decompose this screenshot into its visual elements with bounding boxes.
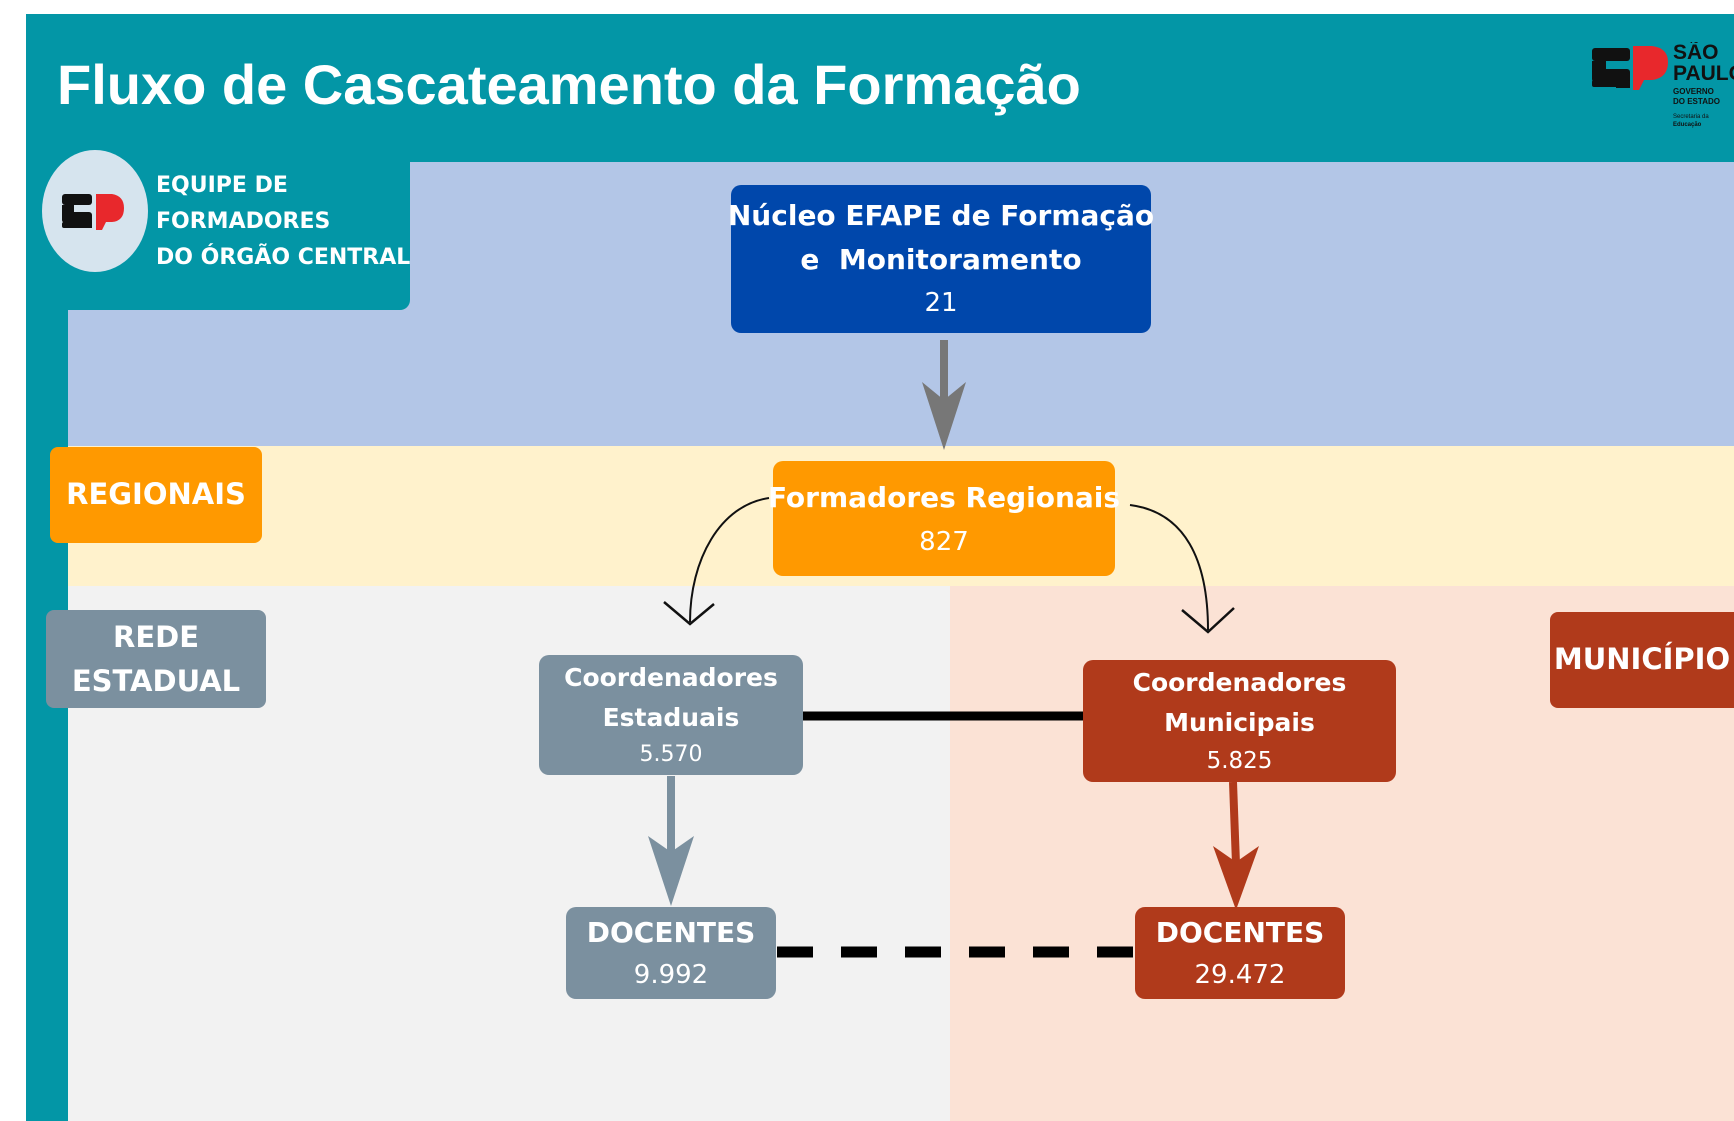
central-team-line-1: EQUIPE DE — [156, 173, 288, 198]
node-coordenadores-estaduais: Coordenadores Estaduais 5.570 — [539, 655, 803, 775]
coord-estaduais-value: 5.570 — [639, 742, 703, 767]
curve-arrow-to-estaduais — [689, 497, 770, 623]
node-coordenadores-municipais: Coordenadores Municipais 5.825 — [1083, 660, 1396, 782]
regionais-label: REGIONAIS — [50, 447, 262, 543]
arrow-municipais-to-docentes — [1229, 781, 1240, 865]
central-team-line-2: FORMADORES — [156, 209, 331, 234]
coord-municipais-value: 5.825 — [1206, 748, 1273, 774]
logo-line-governo: GOVERNO — [1673, 87, 1714, 96]
coord-estaduais-line-1: Coordenadores — [564, 663, 778, 692]
page-title: Fluxo de Cascateamento da Formação — [57, 53, 1081, 116]
nucleo-line-2: e Monitoramento — [800, 243, 1082, 276]
rede-estadual-line-2: ESTADUAL — [71, 664, 241, 698]
municipio-label: MUNICÍPIO — [1550, 612, 1734, 708]
node-formadores-regionais: Formadores Regionais 827 — [768, 461, 1120, 576]
curve-arrow-to-municipais — [1129, 504, 1209, 631]
coord-municipais-line-1: Coordenadores — [1132, 668, 1347, 697]
sao-paulo-logo-text: SÃO PAULO GOVERNO DO ESTADO Secretaria d… — [1673, 42, 1734, 142]
node-docentes-estaduais: DOCENTES 9.992 — [566, 907, 776, 999]
logo-line-secretaria: Secretaria da — [1673, 114, 1709, 120]
central-team-line-3: DO ÓRGÃO CENTRAL — [156, 245, 411, 270]
rede-estadual-label: REDE ESTADUAL — [46, 610, 266, 708]
node-nucleo-efape: Núcleo EFAPE de Formação e Monitoramento… — [727, 185, 1155, 333]
logo-line-educacao: Educação — [1673, 122, 1702, 128]
docentes-estaduais-label: DOCENTES — [586, 916, 756, 949]
arrowhead-municipais-to-docentes — [1213, 846, 1259, 910]
docentes-estaduais-value: 9.992 — [633, 960, 709, 990]
nucleo-line-1: Núcleo EFAPE de Formação — [727, 199, 1155, 232]
logo-line-paulo: PAULO — [1673, 62, 1734, 85]
arrowhead-nucleo-to-formadores — [922, 382, 966, 450]
header-bar — [26, 14, 1734, 162]
logo-line-do-estado: DO ESTADO — [1673, 97, 1720, 106]
formadores-value: 827 — [919, 526, 969, 557]
rede-estadual-line-1: REDE — [112, 620, 200, 654]
nucleo-value: 21 — [924, 288, 958, 318]
municipio-label-text: MUNICÍPIO — [1553, 642, 1731, 677]
node-docentes-municipais: DOCENTES 29.472 — [1135, 907, 1345, 999]
arrowhead-estaduais-to-docentes — [648, 836, 694, 906]
logo-line-sao: SÃO — [1673, 42, 1719, 64]
regionais-label-text: REGIONAIS — [66, 477, 246, 512]
arrowhead-to-estaduais — [663, 601, 715, 626]
formadores-label: Formadores Regionais — [767, 480, 1121, 514]
docentes-municipais-label: DOCENTES — [1155, 916, 1325, 949]
arrowhead-to-municipais — [1181, 607, 1235, 634]
docentes-municipais-value: 29.472 — [1194, 960, 1286, 990]
coord-estaduais-line-2: Estaduais — [602, 703, 740, 732]
central-team-logo-circle — [42, 150, 148, 272]
central-team-label: EQUIPE DE FORMADORES DO ÓRGÃO CENTRAL — [156, 168, 416, 276]
coord-municipais-line-2: Municipais — [1164, 708, 1315, 737]
